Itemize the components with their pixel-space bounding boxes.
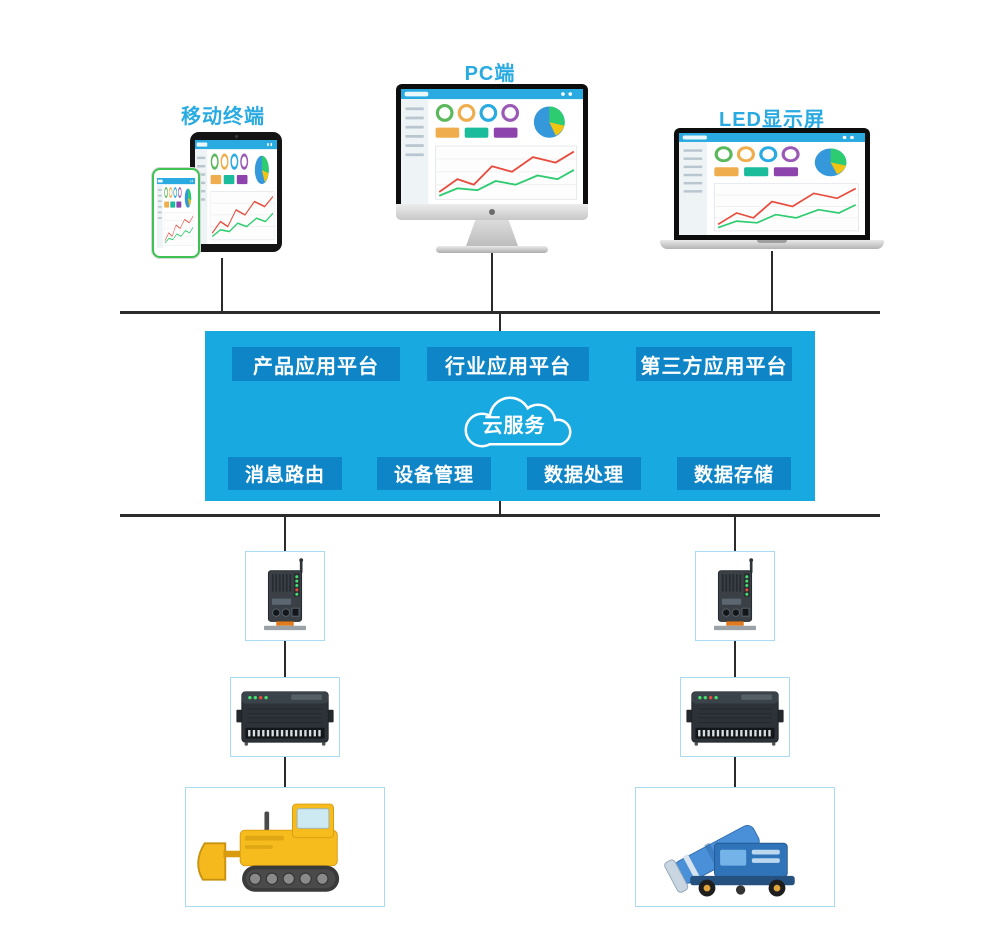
laptop-notch — [757, 240, 787, 243]
platform-block-product-app: 产品应用平台 — [232, 347, 400, 381]
gateway-box-left — [245, 551, 325, 641]
phone-dashboard-screen — [157, 178, 195, 248]
plc-controller-icon — [685, 681, 785, 753]
connector-bus-to-gateway-left — [284, 517, 286, 551]
connector-plc-to-machine-left — [284, 757, 286, 787]
connector-gateway-to-plc-right — [734, 641, 736, 677]
gateway-box-right — [695, 551, 775, 641]
dtu-gateway-icon — [263, 557, 307, 631]
machine-box-right — [635, 787, 835, 907]
connector-gateway-to-plc-left — [284, 641, 286, 677]
platform-block-data-processing: 数据处理 — [527, 457, 641, 490]
platform-block-device-management: 设备管理 — [377, 457, 491, 490]
tablet-camera-icon — [234, 135, 238, 138]
tablet-dashboard-screen — [195, 140, 277, 244]
led-display-label: LED显示屏 — [719, 109, 825, 131]
connector-pc-to-bus — [491, 253, 493, 311]
apple-logo-icon — [489, 209, 495, 215]
imac-monitor — [396, 84, 588, 253]
platform-block-industry-app: 行业应用平台 — [427, 347, 589, 381]
connector-bus-to-platform — [499, 314, 501, 331]
platform-block-thirdparty-app: 第三方应用平台 — [636, 347, 792, 381]
plc-box-right — [680, 677, 790, 757]
laptop-dashboard-screen — [679, 133, 865, 235]
imac-dashboard-screen — [401, 89, 583, 204]
machine-box-left — [185, 787, 385, 907]
cloud-icon — [464, 396, 572, 448]
imac-screen — [396, 84, 588, 204]
connector-laptop-to-bus — [771, 251, 773, 311]
connector-bus-to-gateway-right — [734, 517, 736, 551]
connector-platform-to-bus — [499, 501, 501, 514]
imac-stand — [466, 220, 518, 246]
platform-block-message-routing: 消息路由 — [228, 457, 342, 490]
laptop-base — [660, 240, 884, 249]
platform-block-data-storage: 数据存储 — [677, 457, 791, 490]
phone-device — [152, 168, 200, 258]
connector-mobile-to-bus — [221, 258, 223, 311]
laptop-screen — [674, 128, 870, 240]
connector-plc-to-machine-right — [734, 757, 736, 787]
network-bus-top — [120, 311, 880, 314]
fog-cannon-image — [662, 818, 796, 897]
bulldozer-image — [197, 803, 341, 893]
network-bus-bottom — [120, 514, 880, 517]
laptop-device — [660, 128, 884, 249]
tablet-device — [190, 132, 282, 252]
dtu-gateway-icon — [713, 557, 757, 631]
pc-terminal-label: PC端 — [464, 63, 516, 85]
imac-base — [436, 246, 548, 253]
cloud-service-label: 云服务 — [482, 415, 546, 437]
plc-controller-icon — [235, 681, 335, 753]
mobile-terminal-label: 移动终端 — [181, 106, 265, 128]
plc-box-left — [230, 677, 340, 757]
imac-chin — [396, 204, 588, 220]
